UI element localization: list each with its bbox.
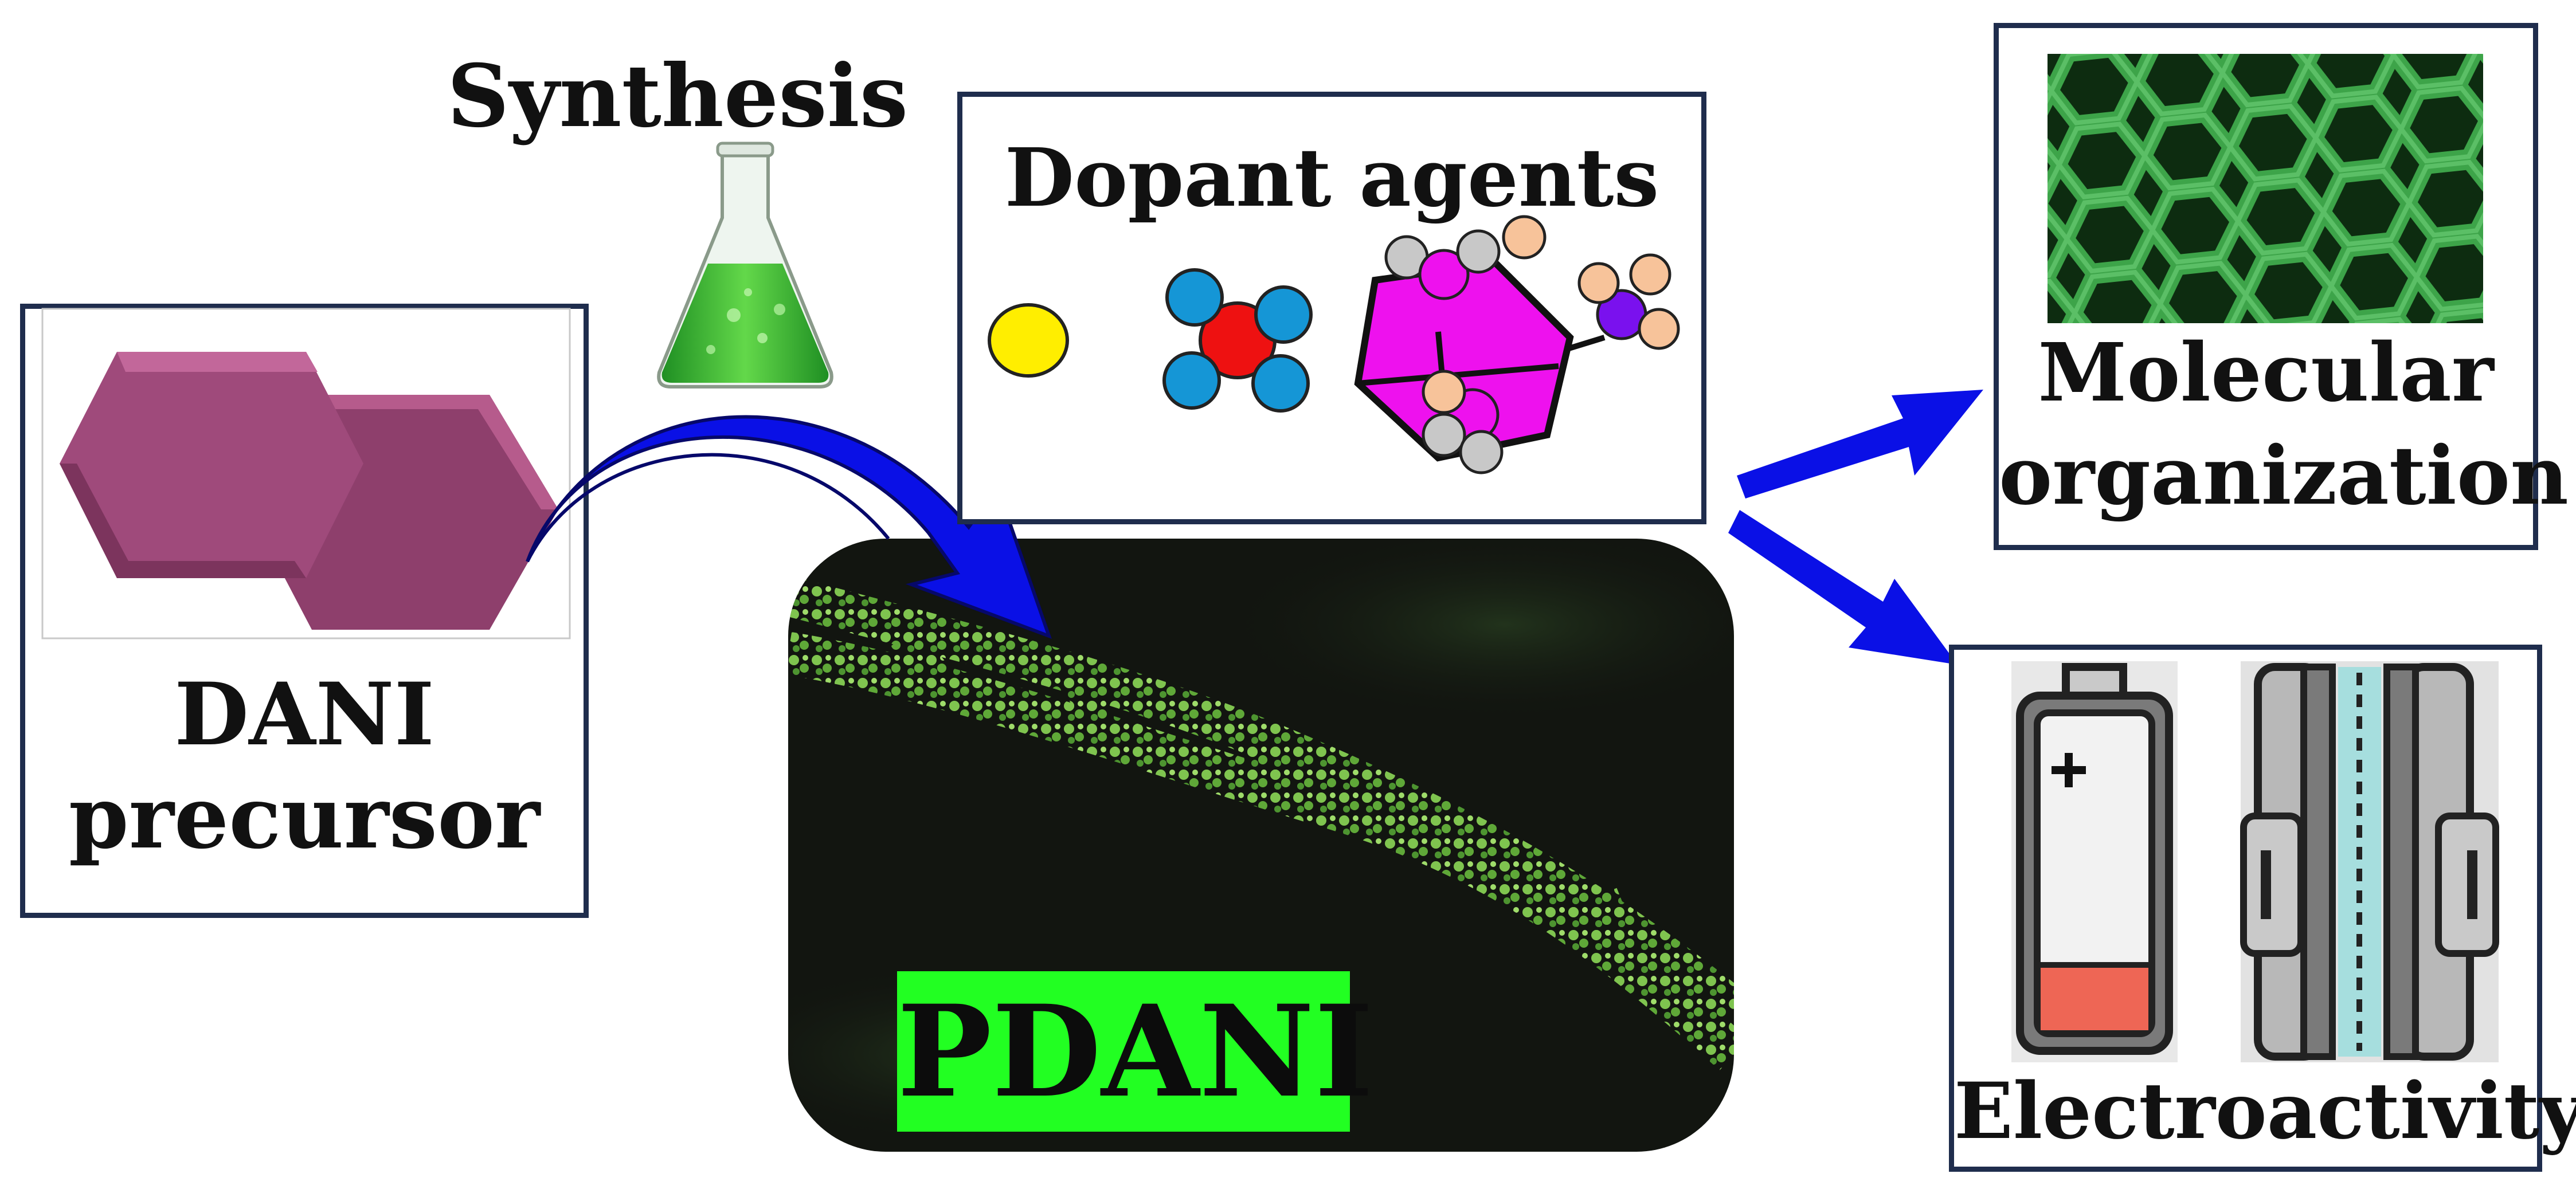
dani-label-line1: DANI — [25, 664, 584, 765]
battery-icon — [2011, 661, 2178, 1062]
straight-arrow-up — [1731, 361, 1995, 493]
flask-icon — [648, 143, 843, 395]
pdani-label: PDANI — [897, 971, 1350, 1132]
dopant-title: Dopant agents — [962, 131, 1701, 225]
dopant-molecules — [962, 252, 1702, 527]
electroactivity-box: Electroactivity — [1949, 645, 2542, 1172]
dopant-agents-box: Dopant agents — [957, 92, 1706, 524]
dopant-tetrahedral-ion — [1164, 270, 1311, 411]
dani-label-line2: precursor — [25, 767, 584, 868]
hexagon-crystals — [42, 309, 570, 641]
synthesis-title: Synthesis — [447, 46, 848, 147]
supercapacitor-icon — [2241, 661, 2499, 1062]
molecular-label-line2: organization — [1999, 429, 2533, 523]
molecular-label-line1: Molecular — [1999, 326, 2533, 420]
dopant-ion-yellow — [989, 305, 1067, 376]
dopant-polyhedral-ion — [1358, 217, 1678, 473]
honeycomb-lattice — [2048, 54, 2483, 323]
straight-arrow-down — [1728, 504, 1969, 676]
molecular-organization-box: Molecular organization — [1994, 23, 2538, 550]
electroactivity-label: Electroactivity — [1954, 1065, 2537, 1156]
dani-precursor-box: DANI precursor — [20, 304, 589, 918]
